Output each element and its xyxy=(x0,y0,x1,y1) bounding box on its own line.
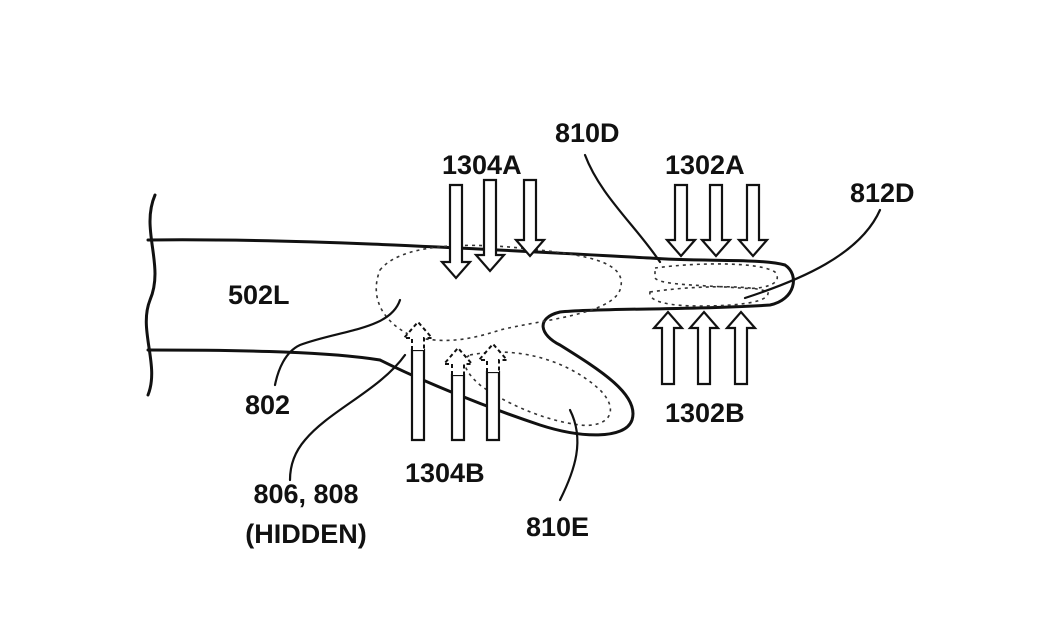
leader-802 xyxy=(273,298,402,387)
arrow-1302a-2 xyxy=(699,183,733,258)
region-812d xyxy=(649,285,769,307)
arrow-1304b-1 xyxy=(410,348,426,442)
arrows-1304b xyxy=(401,320,510,442)
arrows-1302a xyxy=(664,183,770,258)
leader-810d xyxy=(583,153,662,264)
label-1304b: 1304B xyxy=(405,458,485,488)
arrow-1304a-1 xyxy=(439,183,473,280)
label-finger: 502L xyxy=(228,280,290,310)
arrow-1302b-1 xyxy=(651,310,685,386)
label-810e: 810E xyxy=(526,512,590,542)
cut-edge-line xyxy=(144,193,157,397)
arrow-1304b-2 xyxy=(450,373,466,442)
arrow-1304a-2 xyxy=(473,178,507,273)
arrow-1304b-3 xyxy=(485,370,501,442)
leader-812d xyxy=(743,208,882,300)
arrow-1304b-2-hidden-head xyxy=(441,346,475,375)
label-hidden-note: (HIDDEN) xyxy=(245,519,367,549)
label-1302b: 1302B xyxy=(665,398,745,428)
label-1302a: 1302A xyxy=(665,150,745,180)
region-810e xyxy=(464,351,612,427)
arrow-1304a-3 xyxy=(513,178,547,258)
arrow-1302a-1 xyxy=(664,183,698,258)
arrow-1304b-1-hidden-head xyxy=(401,320,435,350)
arrows-1304a xyxy=(439,178,547,280)
label-810d: 810D xyxy=(555,118,620,148)
arrows-1302b xyxy=(651,310,758,386)
label-contact-region: 802 xyxy=(245,390,291,420)
arrow-1302b-3 xyxy=(724,310,758,386)
region-810d xyxy=(654,263,778,290)
arrow-1302a-3 xyxy=(736,183,770,258)
label-812d: 812D xyxy=(850,178,915,208)
arrow-1304b-3-hidden-head xyxy=(476,342,510,372)
leader-806-808 xyxy=(288,353,407,482)
contact-region-802 xyxy=(375,244,623,342)
arrow-1302b-2 xyxy=(687,310,721,386)
label-1304a: 1304A xyxy=(442,150,522,180)
label-hidden-sensors: 806, 808 xyxy=(253,479,359,509)
leader-810e xyxy=(558,408,579,502)
